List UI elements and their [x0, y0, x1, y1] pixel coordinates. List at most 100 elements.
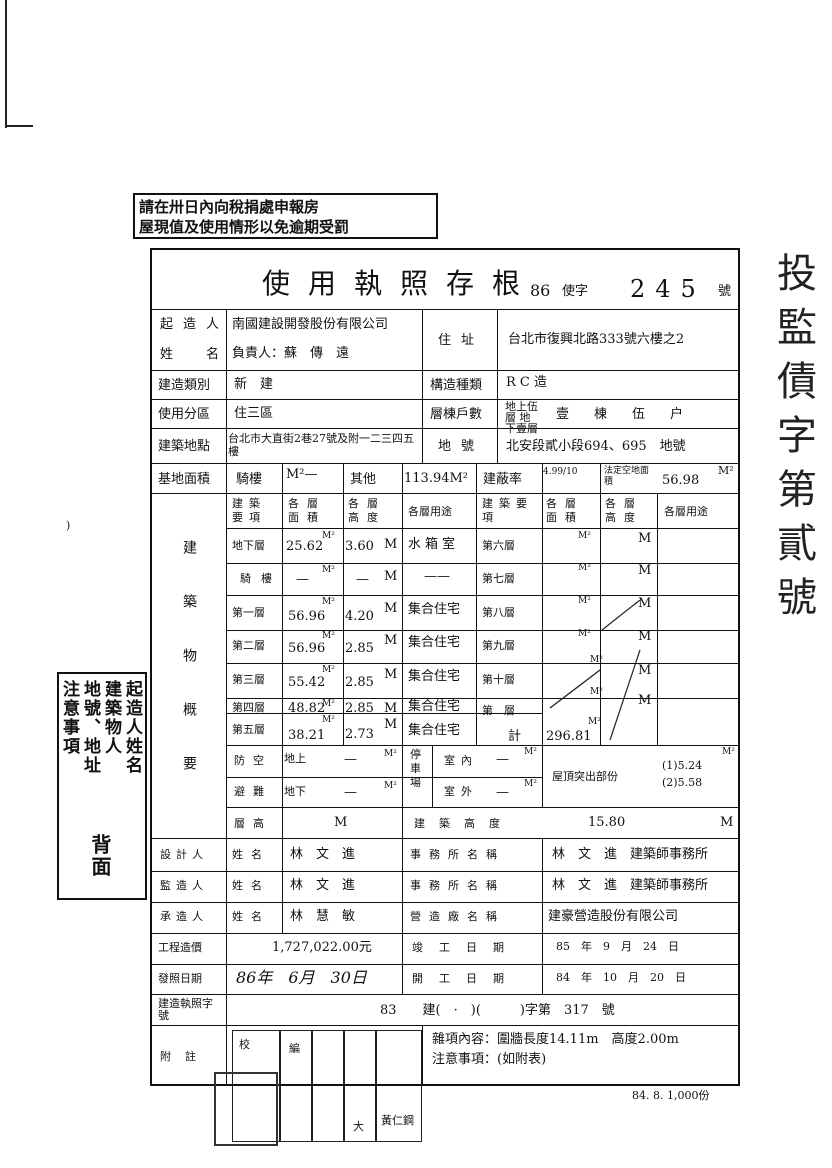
shelter-above: 地上	[284, 752, 306, 765]
floor-height: —	[356, 572, 369, 587]
structure-value: R C 造	[506, 375, 547, 390]
floor-use: 集合住宅	[408, 669, 461, 684]
stamp-name: 黃仁鋼	[376, 1030, 422, 1142]
label-indoor: 室內	[444, 754, 478, 767]
floor-use: 集合住宅	[408, 723, 461, 738]
label-shelter-1: 防空	[234, 754, 272, 767]
supervisor-name: 林 文 進	[290, 878, 356, 893]
contractor-name: 林 慧 敏	[290, 909, 356, 924]
start-value: 84 年 10 月 20 日	[556, 971, 686, 984]
form-title: 使用執照存根	[262, 267, 539, 300]
shelter-above-dash: —	[344, 752, 357, 767]
stamp-name-text: 黃仁鋼	[381, 1114, 414, 1127]
floor-height-value: M	[334, 815, 348, 830]
label-site-area: 基地面積	[158, 472, 211, 487]
label-issue: 發照日期	[158, 972, 202, 985]
stamp-seal-2-text: 大	[353, 1120, 364, 1133]
unit-m2: M²	[524, 779, 537, 789]
site-value: 台北市大直街2巷27號及附一二三四五樓	[228, 432, 414, 458]
floor-label: 第四層	[232, 701, 265, 714]
floor-label: 第五層	[232, 723, 265, 736]
floor-height: 2.73	[345, 727, 374, 742]
side-note-col1: 起造人姓名	[122, 680, 142, 775]
label-site: 建築地點	[158, 439, 211, 454]
units-value: 壹 棟 伍 户	[556, 407, 690, 422]
designer-office: 林 文 進 建築師事務所	[552, 847, 709, 862]
unit-m2: M²	[322, 699, 335, 709]
unit-m: M	[638, 563, 652, 578]
unit-m: M	[638, 629, 652, 644]
label-coverage: 建蔽率	[483, 472, 523, 487]
header-area-r: 各層面積	[546, 497, 584, 524]
floor-label: 地下層	[232, 539, 265, 552]
stamp-edit-text: 編	[289, 1042, 300, 1055]
bldg-height-unit: M	[720, 815, 734, 830]
label-name: 姓名	[232, 848, 270, 861]
header-use-r: 各層用途	[664, 505, 708, 518]
side-note-col2: 建築物人	[101, 680, 121, 756]
issue-value: 86年 6月 30日	[236, 968, 367, 987]
address-value: 台北市復興北路333號六樓之2	[508, 332, 685, 347]
total-area: 296.81	[546, 729, 592, 744]
right-margin-handwriting: 投監債字第貳號	[770, 252, 816, 630]
representative: 負責人：蘇 傳 遠	[232, 346, 350, 361]
floor-height: 2.85	[345, 675, 374, 690]
indoor-dash: —	[496, 752, 509, 767]
label-floor-height: 層高	[234, 817, 272, 830]
header-area: 各層面積	[288, 497, 326, 524]
supervisor-office: 林 文 進 建築師事務所	[552, 878, 709, 893]
notice-line-1: 請在卅日內向稅捐處申報房	[139, 198, 320, 216]
other-area: 113.94M²	[404, 471, 469, 486]
unit-m2: M²	[524, 747, 537, 757]
company-name: 南國建設開發股份有限公司	[232, 317, 389, 332]
unit-m: M	[384, 601, 398, 616]
remark-line-1: 雜項內容：圍牆長度14.11m 高度2.00m	[432, 1032, 679, 1047]
shelter-below-dash: —	[344, 785, 357, 800]
floor-label: 第三層	[232, 673, 265, 686]
stamp-edit: 編	[280, 1030, 312, 1142]
permit-year: 86	[530, 281, 551, 300]
label-address: 住址	[438, 333, 485, 348]
permit-number: 245	[630, 275, 706, 303]
unit-m2: M²	[590, 655, 603, 665]
unit-m2: M²	[578, 629, 591, 639]
label-office: 事務所名稱	[410, 848, 505, 861]
label-parking: 停車場	[410, 748, 421, 789]
floor-area: 56.96	[288, 609, 326, 624]
unit-m: M	[638, 693, 652, 708]
header-height: 各層高度	[348, 497, 386, 524]
floor-label-r: 第七層	[482, 572, 515, 585]
floor-height: 2.85	[345, 641, 374, 656]
label-build-permit: 建造執照字號	[158, 997, 213, 1022]
label-structure: 構造種類	[430, 378, 483, 393]
unit-m2: M²	[322, 715, 335, 725]
unit-m2: M²	[322, 631, 335, 641]
floor-use: ——	[424, 569, 450, 584]
label-office: 事務所名稱	[410, 879, 505, 892]
official-seal	[214, 1072, 278, 1146]
unit-m2: M²	[578, 596, 591, 606]
label-remarks: 附註	[160, 1050, 210, 1063]
side-note-back: 背面	[88, 834, 112, 878]
floor-area: 38.21	[288, 728, 326, 743]
floor-area: 48.82	[288, 701, 326, 716]
coverage-value: 4.99/10	[543, 467, 578, 477]
cost-value: 1,727,022.00元	[272, 940, 372, 955]
label-contractor: 承造人	[160, 910, 208, 923]
floor-label-r: 第六層	[482, 539, 515, 552]
label-firm: 營造廠名稱	[410, 910, 505, 923]
open-area-unit: M²	[718, 464, 734, 477]
unit-m2: M²	[384, 749, 397, 759]
floor-label-r: 第八層	[482, 606, 515, 619]
bldg-height-value: 15.80	[588, 815, 626, 830]
floor-label: 第一層	[232, 606, 265, 619]
total-unit: M²	[588, 717, 601, 727]
lot-value: 北安段貳小段694、695 地號	[506, 439, 686, 454]
floor-use: 集合住宅	[408, 602, 461, 617]
build-type-value: 新 建	[234, 377, 274, 392]
outdoor-dash: —	[496, 785, 509, 800]
label-legal-open: 法定空地面積	[604, 466, 650, 487]
build-permit-value: 83 建( · )( )字第 317 號	[380, 1003, 615, 1018]
margin-tick	[5, 125, 33, 127]
